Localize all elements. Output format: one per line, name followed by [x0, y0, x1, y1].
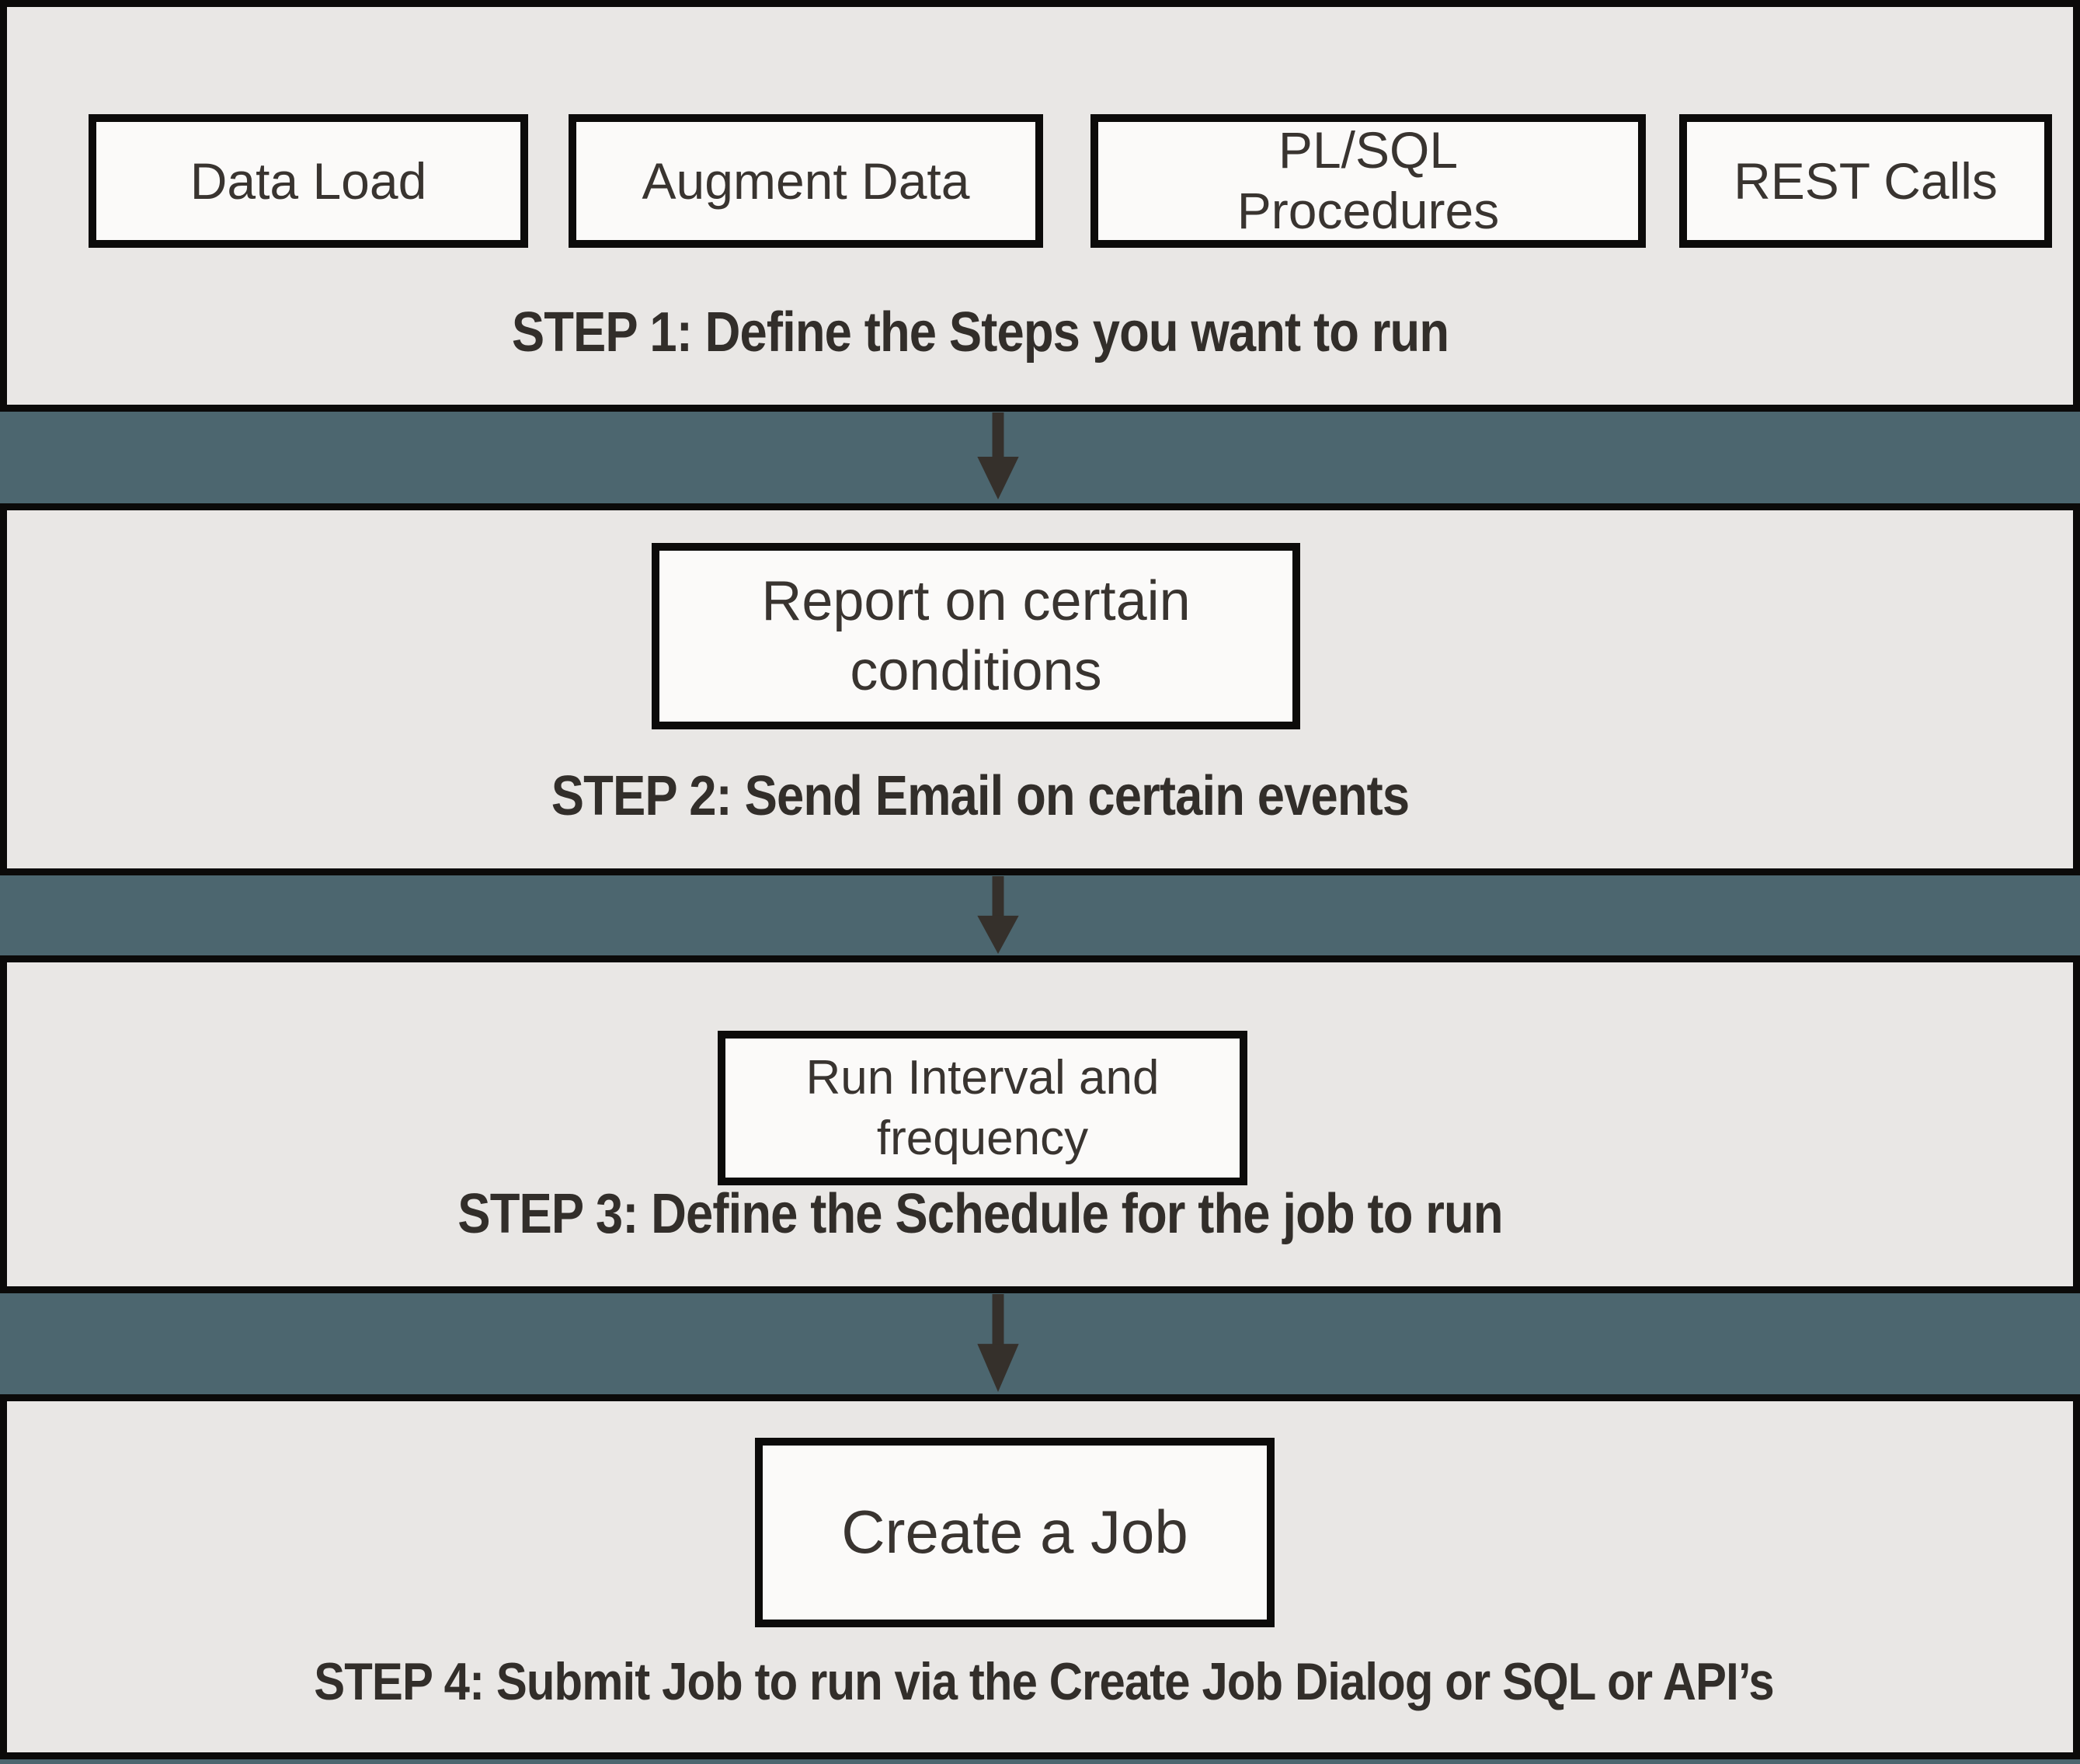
node-report-on-conditions: Report on certain conditions [652, 543, 1300, 729]
node-augment-data: Augment Data [569, 114, 1043, 248]
node-augment-data-label: Augment Data [642, 151, 970, 210]
step-3-caption: STEP 3: Define the Schedule for the job … [457, 1183, 1503, 1245]
step-2-caption: STEP 2: Send Email on certain events [551, 765, 1410, 827]
node-run-interval-label: Run Interval and frequency [805, 1051, 1160, 1165]
down-arrow-icon-2 [973, 876, 1023, 954]
step-1-panel: Data Load Augment Data PL/SQL Procedures… [0, 0, 2080, 412]
node-data-load-label: Data Load [190, 151, 427, 210]
step-1-caption: STEP 1: Define the Steps you want to run [511, 301, 1449, 364]
node-create-a-job: Create a Job [755, 1438, 1275, 1627]
node-run-interval: Run Interval and frequency [718, 1031, 1247, 1185]
down-arrow-icon-3 [973, 1294, 1023, 1392]
node-report-on-conditions-label: Report on certain conditions [761, 570, 1191, 702]
node-rest-calls: REST Calls [1679, 114, 2052, 248]
node-plsql-procedures-label: PL/SQL Procedures [1237, 121, 1500, 239]
down-arrow-icon-1 [973, 412, 1023, 499]
step-3-panel: Run Interval and frequency STEP 3: Defin… [0, 955, 2080, 1293]
step-4-caption: STEP 4: Submit Job to run via the Create… [314, 1652, 1774, 1711]
step-4-panel: Create a Job STEP 4: Submit Job to run v… [0, 1394, 2080, 1759]
node-plsql-procedures: PL/SQL Procedures [1090, 114, 1646, 248]
node-rest-calls-label: REST Calls [1734, 151, 1998, 210]
node-data-load: Data Load [89, 114, 528, 248]
step-2-panel: Report on certain conditions STEP 2: Sen… [0, 503, 2080, 875]
node-create-a-job-label: Create a Job [841, 1498, 1188, 1567]
